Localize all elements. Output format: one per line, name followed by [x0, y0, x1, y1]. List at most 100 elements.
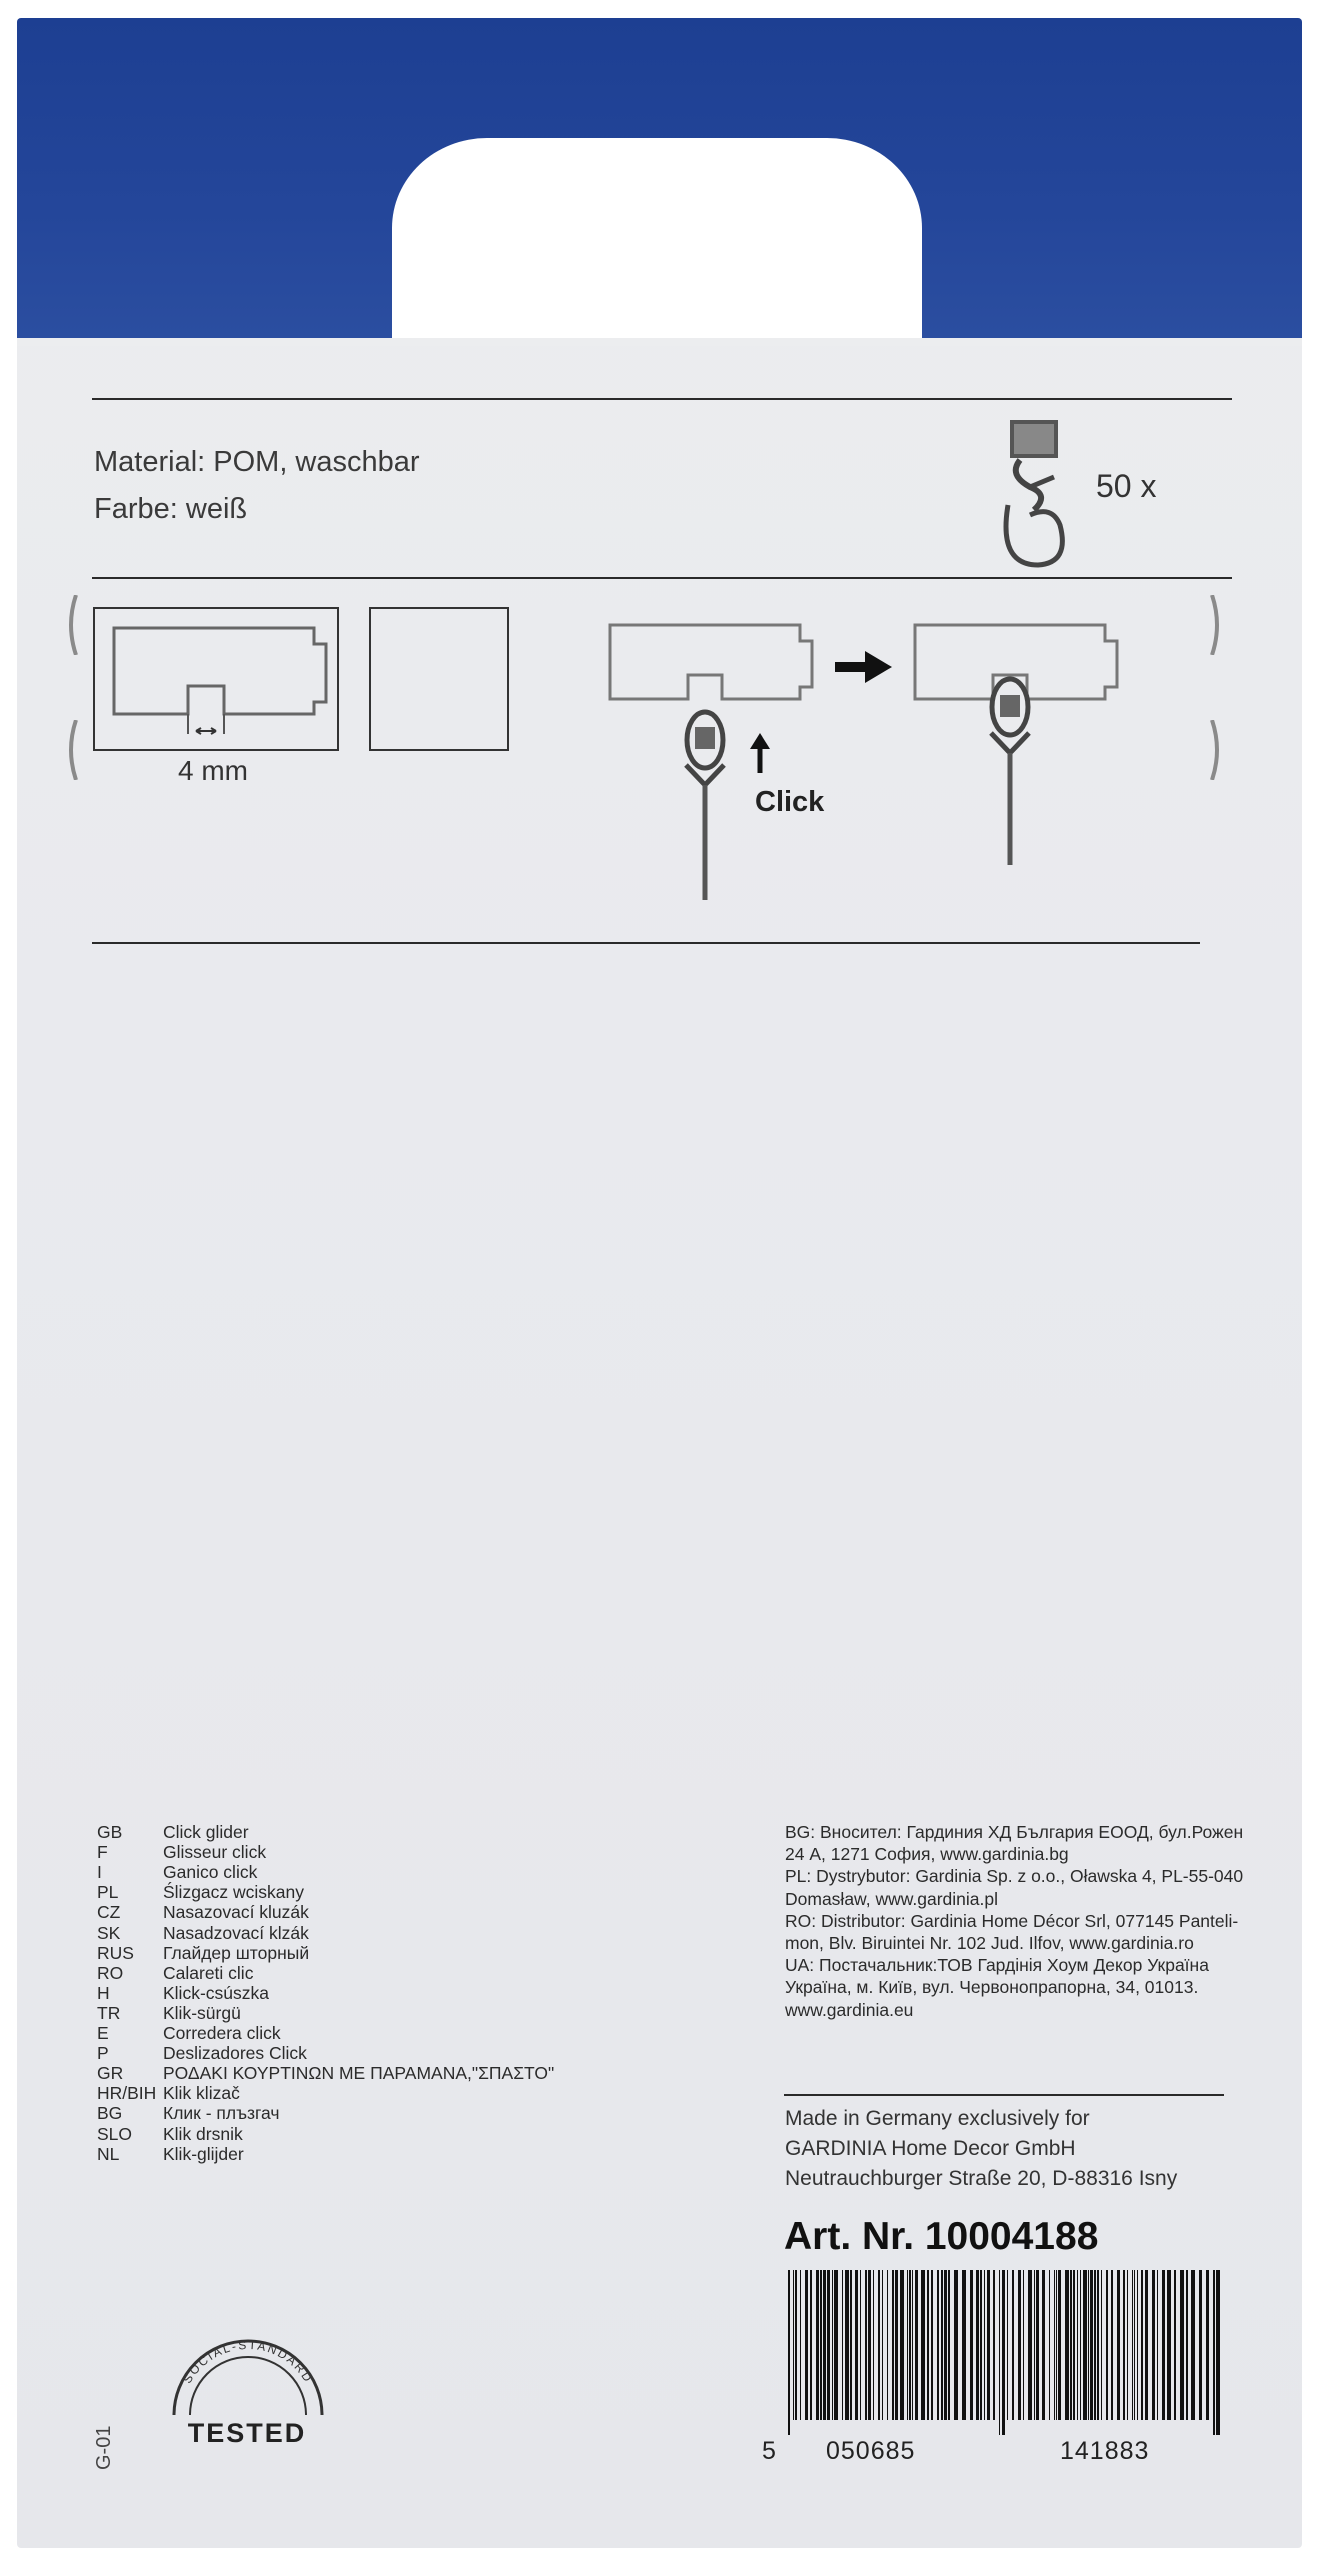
language-code: GB: [97, 1822, 123, 1842]
language-product-name: Клик - плъзгач: [163, 2103, 280, 2124]
distributor-line: mon, Blv. Biruintei Nr. 102 Jud. Ilfov, …: [785, 1933, 1194, 1953]
barcode-bar: [1157, 2270, 1158, 2420]
rail-profile-diagram: [93, 607, 509, 751]
barcode-bar: [1134, 2270, 1135, 2420]
barcode-bar: [1132, 2270, 1133, 2420]
barcode-bar: [834, 2270, 838, 2420]
language-code: PL: [97, 1882, 119, 1903]
barcode-bar: [1058, 2270, 1061, 2420]
barcode-bar: [1141, 2270, 1143, 2420]
side-code: G-01: [93, 2425, 115, 2470]
packaging-card: [17, 18, 1302, 2548]
barcode-bar: [1123, 2270, 1125, 2420]
barcode-bar: [1180, 2270, 1184, 2420]
language-product-name: Klik klizač: [163, 2083, 240, 2104]
barcode-bar: [912, 2270, 913, 2420]
barcode-bar: [1018, 2270, 1021, 2420]
barcode-bar: [1012, 2270, 1014, 2420]
barcode-bar: [892, 2270, 894, 2420]
language-code: TR: [97, 2002, 121, 2023]
barcode-bar: [805, 2270, 808, 2420]
language-product-name: Click glider: [163, 1822, 249, 1842]
material-text: Material: POM, waschbar: [94, 446, 420, 478]
barcode-bar: [970, 2270, 973, 2420]
barcode-bar: [845, 2270, 849, 2420]
staple-right-top: [1210, 595, 1219, 655]
staple-left-bottom: [69, 720, 78, 780]
language-code: BG: [97, 2103, 123, 2124]
barcode-bar: [873, 2270, 874, 2420]
barcode-bar: [987, 2270, 990, 2420]
language-product-name: Ganico click: [163, 1862, 258, 1883]
barcode-bar: [1137, 2270, 1138, 2420]
barcode-left-digits: 050685: [826, 2437, 916, 2465]
language-code: NL: [97, 2143, 120, 2164]
barcode-bar: [954, 2270, 958, 2420]
hang-hole: [392, 138, 922, 343]
barcode-bar: [1007, 2270, 1008, 2420]
barcode-bar: [1034, 2270, 1035, 2420]
barcode-bar: [1191, 2270, 1195, 2420]
language-product-name: Klik-glijder: [163, 2143, 244, 2164]
language-code: SLO: [97, 2123, 133, 2144]
barcode-bar: [1080, 2270, 1081, 2420]
click-mount-diagram: [608, 623, 1119, 900]
barcode-bar: [1083, 2270, 1087, 2420]
language-code: E: [97, 2023, 109, 2043]
language-product-name: Klick-csúszka: [163, 1982, 269, 2003]
barcode-bar: [895, 2270, 898, 2420]
barcode-bar: [842, 2270, 843, 2420]
glider-icon: [1003, 420, 1065, 568]
barcode-bar: [1111, 2270, 1113, 2420]
language-code: HR/BIH: [97, 2083, 157, 2104]
barcode-bar: [1213, 2270, 1215, 2435]
click-label: Click: [755, 786, 825, 818]
barcode-bar: [941, 2270, 943, 2420]
barcode-bar: [1054, 2270, 1055, 2420]
barcode-bar: [793, 2270, 794, 2420]
language-product-name: Ślizgacz wciskany: [163, 1882, 305, 1903]
language-product-name: ΡΟΔΑΚΙ ΚΟΥΡΤΙΝΩΝ ΜΕ ΠΑΡΑΜΑΝΑ,"ΣΠΑΣΤΟ": [163, 2063, 555, 2084]
language-code: H: [97, 1982, 110, 2003]
language-code: RO: [97, 1962, 124, 1983]
barcode-bar: [1097, 2270, 1099, 2420]
divider-lower: [92, 942, 1200, 944]
barcode-bar: [823, 2270, 826, 2420]
barcode-bar: [860, 2270, 861, 2420]
language-product-name: Corredera click: [163, 2023, 281, 2043]
barcode-bar: [980, 2270, 982, 2420]
barcode-bar: [1206, 2270, 1209, 2420]
barcode-bar: [999, 2270, 1000, 2435]
language-code: P: [97, 2043, 109, 2064]
barcode-bar: [850, 2270, 852, 2420]
barcode-bar: [1186, 2270, 1188, 2420]
barcode-bar: [865, 2270, 867, 2420]
quantity-text: 50 x: [1096, 468, 1157, 504]
barcode-right-digits: 141883: [1060, 2437, 1150, 2465]
barcode-bar: [1152, 2270, 1155, 2420]
barcode-bar: [1101, 2270, 1102, 2420]
language-code: SK: [97, 1922, 121, 1943]
barcode-bar: [820, 2270, 822, 2420]
language-code: I: [97, 1862, 102, 1883]
barcode-bar: [795, 2270, 797, 2420]
barcode-bar: [909, 2270, 911, 2420]
barcode-bar: [915, 2270, 918, 2420]
barcode-bar: [882, 2270, 883, 2420]
barcode-bar: [827, 2270, 830, 2420]
manufacturer-line: Neutrauchburger Straße 20, D-88316 Isny: [785, 2167, 1178, 2190]
barcode-bar: [1127, 2270, 1128, 2420]
manufacturer-line: Made in Germany exclusively for: [785, 2107, 1090, 2130]
barcode-bar: [944, 2270, 947, 2420]
barcode-bar: [810, 2270, 812, 2420]
barcode-bar: [1077, 2270, 1078, 2420]
barcode-bar: [962, 2270, 966, 2420]
barcode-first-digit: 5: [762, 2437, 777, 2465]
article-number: Art. Nr. 10004188: [784, 2215, 1099, 2258]
barcode-bar: [1094, 2270, 1096, 2420]
barcode-bar: [1216, 2270, 1220, 2435]
manufacturer-line: GARDINIA Home Decor GmbH: [785, 2137, 1076, 2160]
language-code: RUS: [97, 1942, 134, 1963]
barcode-bar: [832, 2270, 833, 2420]
barcode-bar: [900, 2270, 904, 2420]
